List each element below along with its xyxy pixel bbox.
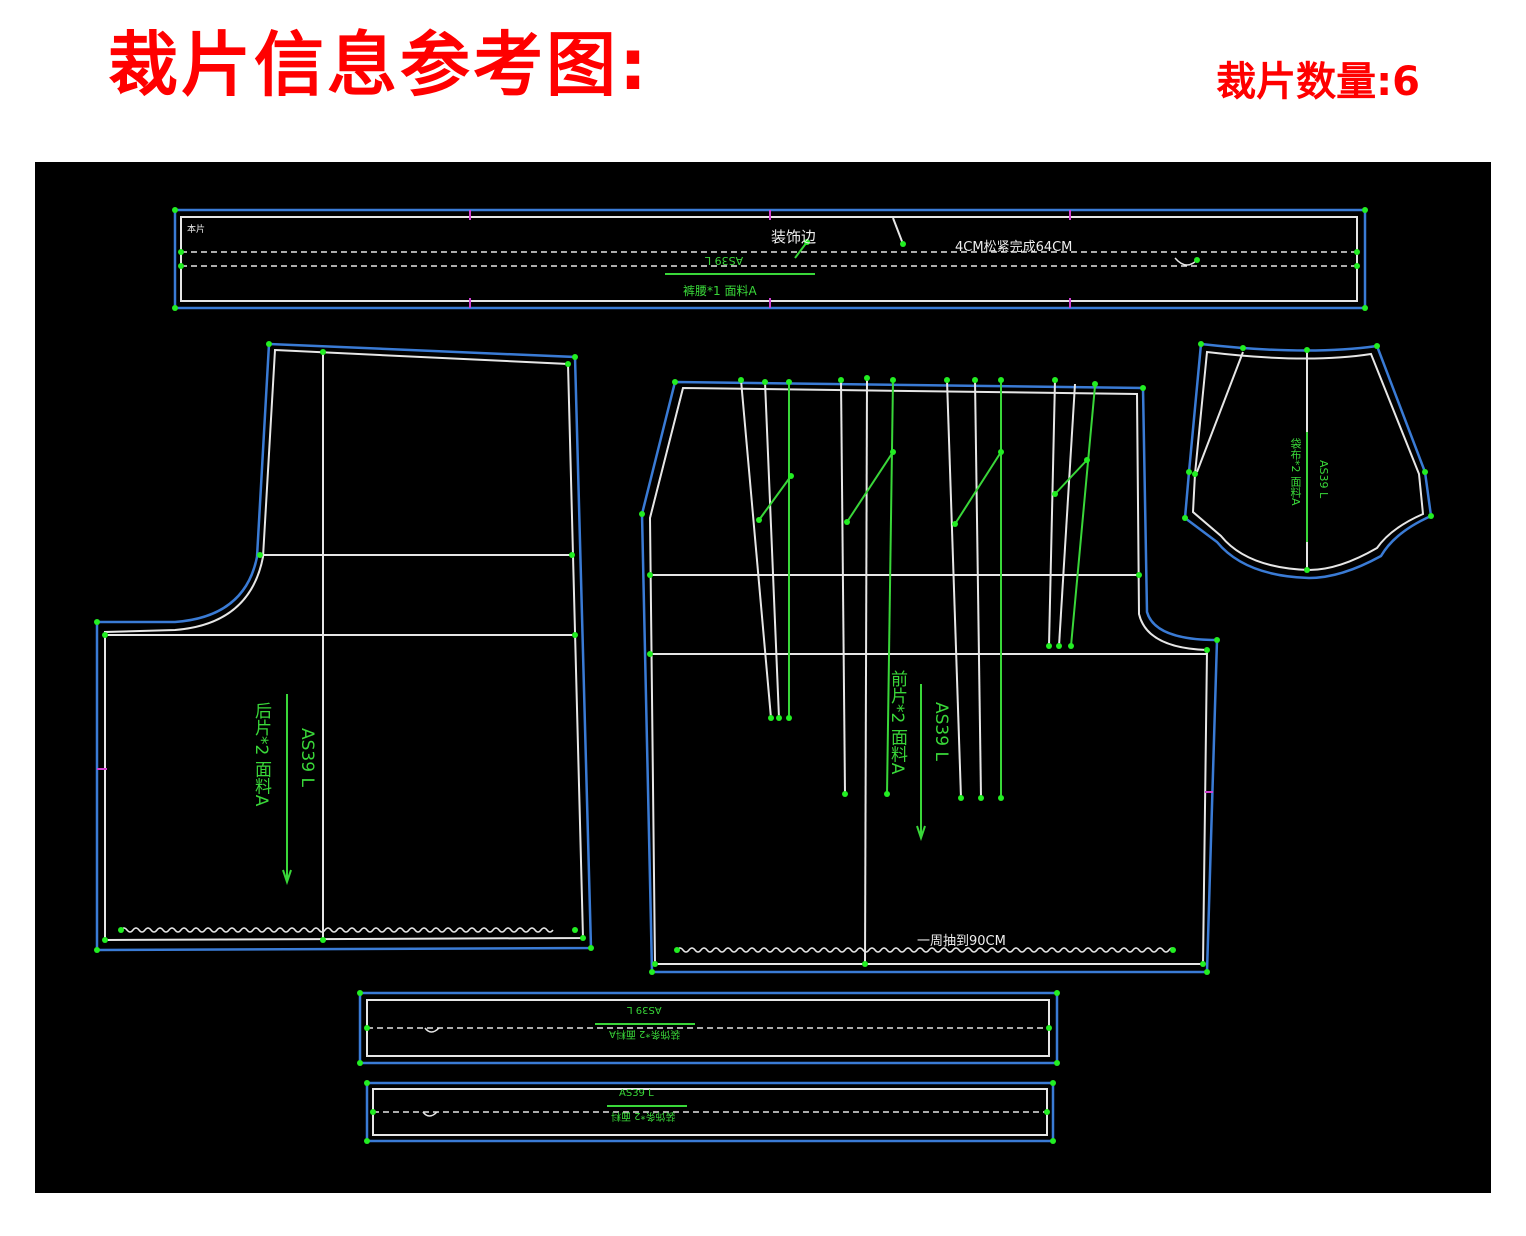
pattern-drawing <box>94 207 1434 1144</box>
strip-1-piece <box>357 990 1060 1066</box>
piece-count-label: 裁片数量: <box>1216 59 1393 105</box>
front-piece <box>639 375 1220 975</box>
pattern-canvas: 本片 装饰边 4CM松紧完成64CM AS39 L 裤腰*1 面料A 后片*2 … <box>35 162 1491 1193</box>
waistband-name-label: 裤腰*1 面料A <box>683 284 757 298</box>
back-size-label: AS39 L <box>297 728 317 787</box>
front-size-label: AS39 L <box>931 702 951 761</box>
strip-1-name-label: 装饰条*2 面料A <box>609 1028 681 1039</box>
pocket-size-label: AS39 L <box>1317 460 1330 499</box>
back-name-label: 后片*2 面料A <box>251 702 271 807</box>
page-title: 裁片信息参考图: <box>108 24 650 106</box>
waistband-finish-note: 4CM松紧完成64CM <box>955 240 1073 255</box>
pocket-name-label: 袋布*2 面料A <box>1289 438 1302 506</box>
piece-count-value: 6 <box>1392 59 1420 105</box>
pocket-piece <box>1182 341 1434 580</box>
strip-2-piece <box>364 1080 1056 1144</box>
strip-2-size-label: AS39 L <box>619 1088 654 1099</box>
front-name-label: 前片*2 面料A <box>887 670 907 775</box>
piece-count: 裁片数量:6 <box>1216 62 1420 102</box>
waistband-piece <box>172 207 1368 311</box>
waistband-corner-mark: 本片 <box>187 225 206 235</box>
waistband-size-label: AS39 L <box>705 254 744 267</box>
strip-1-size-label: AS39 L <box>627 1004 662 1015</box>
strip-2-name-label: 装饰条*2 面料 <box>611 1110 676 1121</box>
front-gather-note: 一周抽到90CM <box>917 934 1006 949</box>
back-piece <box>94 341 594 953</box>
front-pleats <box>740 379 1096 799</box>
waistband-decor-label: 装饰边 <box>771 228 817 246</box>
